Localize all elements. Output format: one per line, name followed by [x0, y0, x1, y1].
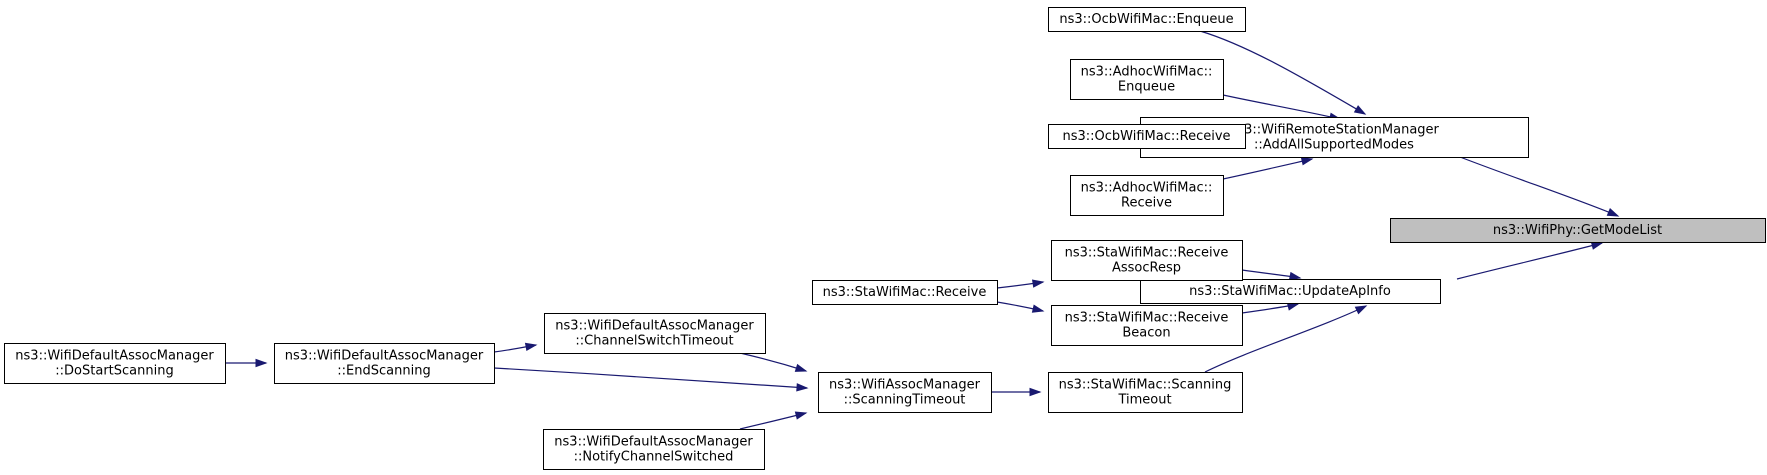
node-sta_scantimeout[interactable]: ns3::StaWifiMac::ScanningTimeout — [1048, 372, 1243, 413]
node-label-line: Beacon — [1122, 326, 1170, 341]
node-label-line: ns3::WifiDefaultAssocManager — [285, 349, 484, 364]
node-box[interactable] — [812, 280, 998, 305]
edge-line — [493, 367, 808, 389]
node-label-line: ns3::StaWifiMac::Scanning — [1059, 378, 1232, 393]
edge-sta_beacon-to-updateap — [1241, 302, 1300, 314]
node-label-line: ::NotifyChannelSwitched — [574, 450, 734, 465]
node-label-line: ns3::StaWifiMac::Receive — [823, 285, 987, 300]
node-getmodelist[interactable]: ns3::WifiPhy::GetModeList — [1390, 218, 1766, 243]
node-def_endscan[interactable]: ns3::WifiDefaultAssocManager::EndScannin… — [274, 343, 495, 384]
edge-line — [1222, 158, 1313, 180]
edge-line — [1199, 30, 1366, 115]
node-label-line: ::AddAllSupportedModes — [1254, 138, 1414, 153]
edge-adhoc_receive-to-addall — [1222, 157, 1314, 180]
node-box[interactable] — [1048, 372, 1243, 413]
edge-adhoc_enqueue-to-addall — [1222, 94, 1342, 121]
node-box[interactable] — [1390, 218, 1766, 243]
nodes-layer: ns3::WifiPhy::GetModeList ns3::WifiRemote… — [4, 7, 1766, 470]
node-box[interactable] — [1070, 59, 1224, 100]
node-label-line: ns3::StaWifiMac::Receive — [1065, 311, 1229, 326]
node-label-line: ns3::WifiPhy::GetModeList — [1493, 223, 1662, 238]
node-box[interactable] — [818, 372, 992, 413]
node-box[interactable] — [544, 313, 766, 354]
node-def_chswitch[interactable]: ns3::WifiDefaultAssocManager::ChannelSwi… — [544, 313, 766, 354]
node-label-line: AssocResp — [1112, 261, 1181, 276]
arrowhead-icon — [1590, 241, 1604, 250]
arrowhead-icon — [1286, 302, 1300, 311]
arrowhead-icon — [794, 411, 808, 420]
edge-def_endscan-to-assoc_scantimeout — [493, 367, 809, 392]
node-label-line: ns3::OcbWifiMac::Receive — [1062, 129, 1230, 144]
node-def_dostart[interactable]: ns3::WifiDefaultAssocManager::DoStartSca… — [4, 343, 226, 384]
edge-def_chswitch-to-assoc_scantimeout — [739, 352, 808, 372]
node-ocb_enqueue[interactable]: ns3::OcbWifiMac::Enqueue — [1048, 7, 1246, 32]
arrowhead-icon — [1606, 208, 1620, 217]
node-label-line: ::ChannelSwitchTimeout — [575, 334, 733, 349]
arrowhead-icon — [1031, 304, 1045, 313]
arrowhead-icon — [1031, 279, 1045, 288]
node-label-line: Timeout — [1117, 393, 1171, 408]
edge-updateap-to-getmodelist — [1456, 241, 1604, 280]
edge-line — [1222, 94, 1341, 120]
edge-sta_receive-to-sta_beacon — [996, 301, 1045, 313]
node-label-line: ::DoStartScanning — [55, 364, 173, 379]
edge-def_notify-to-assoc_scantimeout — [739, 411, 808, 430]
node-label-line: ns3::OcbWifiMac::Enqueue — [1059, 12, 1233, 27]
arrowhead-icon — [1288, 271, 1302, 281]
node-box[interactable] — [1140, 279, 1441, 304]
arrowhead-icon — [1353, 105, 1367, 115]
edge-def_dostart-to-def_endscan — [224, 358, 268, 368]
arrowhead-icon — [796, 383, 809, 392]
node-label-line: ns3::WifiDefaultAssocManager — [15, 349, 214, 364]
node-label-line: ns3::AdhocWifiMac:: — [1081, 181, 1213, 196]
node-label-line: ns3::AdhocWifiMac:: — [1081, 65, 1213, 80]
node-label-line: ::ScanningTimeout — [844, 393, 966, 408]
node-adhoc_receive[interactable]: ns3::AdhocWifiMac::Receive — [1070, 175, 1224, 216]
node-label-line: Receive — [1121, 196, 1172, 211]
node-def_notify[interactable]: ns3::WifiDefaultAssocManager::NotifyChan… — [543, 429, 765, 470]
arrowhead-icon — [524, 342, 538, 352]
node-box[interactable] — [274, 343, 495, 384]
node-box[interactable] — [1048, 124, 1246, 149]
node-label-line: Enqueue — [1118, 80, 1175, 95]
node-box[interactable] — [1070, 175, 1224, 216]
node-sta_receive[interactable]: ns3::StaWifiMac::Receive — [812, 280, 998, 305]
edge-line — [1456, 242, 1603, 280]
arrowhead-icon — [255, 358, 268, 368]
node-box[interactable] — [543, 429, 765, 470]
node-adhoc_enqueue[interactable]: ns3::AdhocWifiMac::Enqueue — [1070, 59, 1224, 100]
edge-sta_receive-to-sta_assocresp — [996, 279, 1045, 289]
node-label-line: ns3::WifiAssocManager — [829, 378, 981, 393]
edge-line — [1459, 156, 1619, 217]
edge-sta_scantimeout-to-updateap — [1204, 305, 1368, 373]
node-ocb_receive[interactable]: ns3::OcbWifiMac::Receive — [1048, 124, 1246, 149]
node-box[interactable] — [1051, 240, 1243, 281]
edge-assoc_scantimeout-to-sta_scantimeout — [991, 387, 1042, 397]
edge-def_endscan-to-def_chswitch — [493, 342, 538, 353]
node-label-line: ns3::StaWifiMac::Receive — [1065, 246, 1229, 261]
node-assoc_scantimeout[interactable]: ns3::WifiAssocManager::ScanningTimeout — [818, 372, 992, 413]
edge-line — [1204, 305, 1367, 373]
node-label-line: ::EndScanning — [337, 364, 430, 379]
node-label-line: ns3::WifiRemoteStationManager — [1229, 123, 1439, 138]
node-label-line: ns3::StaWifiMac::UpdateApInfo — [1189, 284, 1391, 299]
edge-addall-to-getmodelist — [1459, 156, 1620, 217]
edge-ocb_enqueue-to-addall — [1199, 30, 1367, 115]
node-box[interactable] — [1048, 7, 1246, 32]
arrowhead-icon — [1029, 387, 1042, 397]
arrowhead-icon — [1354, 305, 1368, 315]
node-label-line: ns3::WifiDefaultAssocManager — [555, 319, 754, 334]
node-updateap[interactable]: ns3::StaWifiMac::UpdateApInfo — [1140, 279, 1441, 304]
arrowhead-icon — [794, 363, 808, 372]
edge-sta_assocresp-to-updateap — [1241, 269, 1302, 281]
node-box[interactable] — [1051, 305, 1243, 346]
node-box[interactable] — [4, 343, 226, 384]
arrowhead-icon — [1300, 157, 1314, 166]
node-label-line: ns3::WifiDefaultAssocManager — [554, 435, 753, 450]
